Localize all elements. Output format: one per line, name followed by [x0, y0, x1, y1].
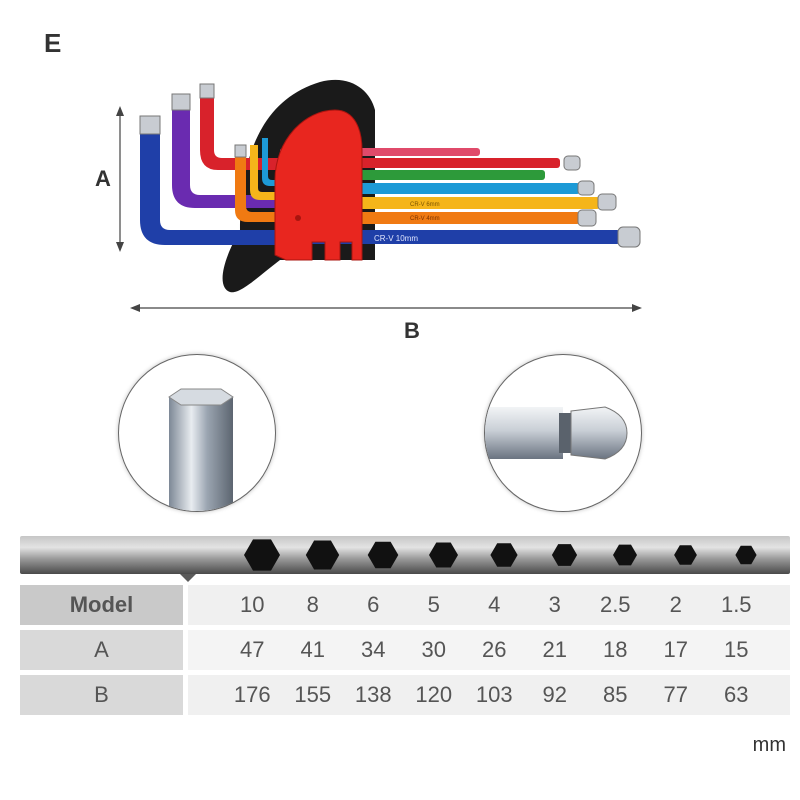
unit-label: mm	[752, 734, 786, 756]
key-short-arms	[139, 83, 290, 245]
table-cell: 34	[361, 637, 386, 662]
table-cell: 3	[548, 592, 561, 617]
table-cell: 41	[300, 637, 325, 662]
table-row-model: Model 10 8 6 5 4 3 2.5 2 1.5	[20, 585, 790, 625]
table-cell: 85	[603, 682, 628, 707]
ball-end-zoom	[484, 354, 642, 512]
row-header: A	[20, 630, 183, 670]
hex-key-set-illustration: CR-V 10mm CR-V 6mm CR-V 4mm	[116, 79, 642, 312]
table-cell: 17	[663, 637, 688, 662]
table-cell: 2	[669, 592, 682, 617]
table-cell: 6	[367, 592, 380, 617]
table-cell: 2.5	[599, 592, 631, 617]
bar-pointer	[180, 574, 196, 582]
dimension-b-label: B	[404, 318, 420, 343]
hex-size-bar	[20, 536, 790, 574]
table-cell: 5	[427, 592, 440, 617]
table-cell: 21	[542, 637, 567, 662]
row-values: 47 41 34 30 26 21 18 17 15	[188, 630, 790, 670]
table-cell: 8	[306, 592, 319, 617]
table-row-a: A 47 41 34 30 26 21 18 17 15	[20, 630, 790, 670]
hex-end-icon	[168, 388, 234, 511]
ball-end-icon	[485, 406, 628, 460]
dimension-a-line	[116, 106, 124, 252]
hex-size-icons	[244, 539, 757, 571]
table-cell: 30	[421, 637, 446, 662]
hex-size-icon	[305, 540, 340, 570]
dimension-a-label: A	[95, 166, 111, 191]
hex-size-icon	[551, 544, 578, 566]
table-cell: 138	[354, 682, 392, 707]
holder-front	[274, 109, 363, 261]
table-cell: 1.5	[720, 592, 752, 617]
table-cell: 92	[542, 682, 567, 707]
arm-print-mid: CR-V 6mm	[410, 202, 440, 208]
ball-end-10	[617, 226, 641, 248]
table-cell: 63	[724, 682, 749, 707]
table-cell: 4	[488, 592, 501, 617]
table-row-b: B 176 155 138 120 103 92 85 77 63	[20, 675, 790, 715]
arm-print-small: CR-V 4mm	[410, 216, 440, 222]
hex-size-icon	[613, 544, 637, 566]
table-cell: 26	[482, 637, 507, 662]
table-cell: 176	[233, 682, 271, 707]
size-table: Model 10 8 6 5 4 3 2.5 2 1.5 A 47 41 34 …	[20, 585, 790, 720]
hex-size-icon	[490, 543, 518, 567]
row-values: 10 8 6 5 4 3 2.5 2 1.5	[188, 585, 790, 625]
row-header: B	[20, 675, 183, 715]
row-header: Model	[20, 585, 183, 625]
row-values: 176 155 138 120 103 92 85 77 63	[188, 675, 790, 715]
hex-end-zoom	[118, 354, 276, 512]
table-cell: 18	[603, 637, 628, 662]
hex-size-icon	[674, 545, 697, 565]
hex-size-icon	[429, 542, 458, 568]
table-cell: 155	[294, 682, 332, 707]
key-arm-10	[280, 230, 620, 244]
hex-size-icon	[367, 541, 399, 569]
table-cell: 77	[663, 682, 688, 707]
table-cell: 10	[240, 592, 265, 617]
table-cell: 103	[475, 682, 513, 707]
table-cell: 120	[415, 682, 453, 707]
dimension-b-line	[130, 304, 642, 312]
figure-letter: E	[44, 28, 62, 58]
hex-size-icon	[244, 539, 280, 571]
hex-size-icon	[735, 545, 757, 565]
arm-print-large: CR-V 10mm	[374, 234, 418, 243]
table-cell: 47	[240, 637, 265, 662]
table-cell: 15	[724, 637, 749, 662]
